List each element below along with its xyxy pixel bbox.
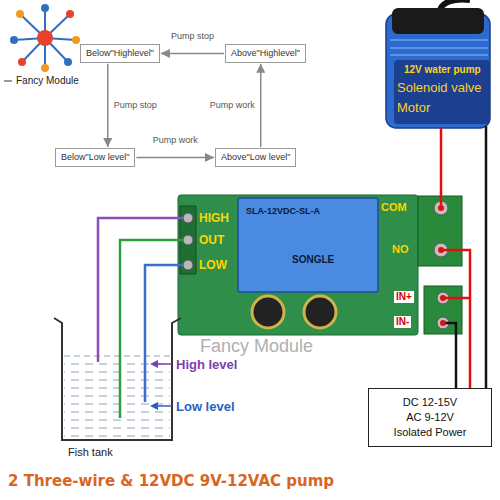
logo-icon [18, 58, 26, 66]
level-pointer [150, 402, 158, 410]
relay-board [183, 235, 193, 245]
relay-board [183, 213, 193, 223]
relay-model: SLA-12VDC-SL-A [246, 206, 320, 217]
node-text: Isolated Power [373, 425, 487, 440]
edge-label: Pump stop [113, 100, 158, 111]
level-pointer [150, 360, 172, 410]
power-wires [443, 297, 470, 300]
logo-icon [10, 36, 18, 44]
power-wires [440, 320, 446, 326]
state-box: Above"Low level" [215, 148, 296, 167]
flow-arrow [136, 157, 214, 159]
water-pump [390, 39, 488, 41]
node-text: Below"Highlevel" [86, 48, 154, 59]
power-box: DC 12-15VAC 9-12VIsolated Power [368, 388, 492, 447]
flow-arrow [260, 64, 262, 147]
logo-icon [4, 81, 12, 82]
brand-name: Fancy Module [16, 75, 79, 87]
sensor-wires [120, 240, 183, 418]
power-wires [443, 323, 456, 388]
relay-board [178, 195, 418, 335]
power-wires [438, 247, 444, 253]
fish-tank [54, 318, 181, 440]
logo-icon [4, 4, 80, 81]
level-name: High level [176, 357, 237, 373]
pin-name: OUT [199, 233, 224, 247]
sensor-wires [145, 265, 183, 402]
fish-tank [64, 358, 170, 438]
watermark: Fancy Module [200, 336, 313, 358]
node-text: DC 12-15V [373, 395, 487, 410]
fish-tank [64, 356, 170, 357]
relay-board [304, 296, 336, 328]
power-wires [438, 126, 486, 388]
node-text: AC 9-12V [373, 410, 487, 425]
terminal-name: IN+ [394, 291, 414, 303]
relay-board [183, 260, 193, 270]
power-wires [485, 126, 488, 388]
power-wires [440, 128, 443, 205]
water-pump [390, 54, 488, 56]
relay-board [252, 296, 284, 328]
power-wires [438, 205, 444, 211]
part-name: Solenoid valve [397, 80, 482, 96]
fish-tank [54, 318, 181, 440]
node-text: Above"Highlevel" [231, 48, 300, 59]
logo-icon [72, 36, 80, 44]
pin-name: HIGH [199, 211, 229, 225]
relay-brand: SONGLE [292, 254, 334, 266]
water-pump [390, 47, 488, 49]
logo-icon [66, 10, 74, 18]
relay-board [178, 195, 462, 335]
level-pointer [150, 360, 158, 368]
node-text: Below"Low level" [61, 152, 129, 163]
terminal-name: IN- [394, 316, 411, 328]
flow-arrow [161, 53, 224, 55]
level-name: Low level [176, 399, 235, 415]
logo-icon [64, 58, 72, 66]
state-box: Below"Highlevel" [80, 44, 160, 63]
tank-name: Fish tank [68, 446, 113, 459]
part-name: 12V water pump [404, 64, 481, 76]
terminal-name: COM [381, 201, 407, 214]
pin-name: LOW [199, 258, 227, 272]
relay-board [418, 196, 462, 266]
edge-label: Pump work [209, 100, 256, 111]
edge-label: Pump work [152, 135, 199, 146]
state-box: Above"Highlevel" [225, 44, 306, 63]
logo-icon [37, 30, 53, 46]
power-wires [441, 250, 470, 388]
level-pointer [156, 405, 172, 407]
water-pump [386, 0, 490, 128]
power-wires [440, 295, 446, 301]
water-pump [392, 8, 484, 34]
node-text: Above"Low level" [221, 152, 290, 163]
edge-label: Pump stop [170, 31, 215, 42]
logo-icon [16, 10, 24, 18]
relay-board [238, 198, 378, 292]
logo-icon [41, 64, 49, 72]
sensor-wires [98, 218, 183, 418]
water-pump [394, 60, 490, 124]
level-pointer [156, 363, 172, 365]
logo-icon [41, 4, 49, 12]
state-box: Below"Low level" [55, 148, 135, 167]
flow-arrow [107, 64, 109, 147]
terminal-name: NO [392, 243, 409, 256]
caption: 2 Three-wire & 12VDC 9V-12VAC pump [8, 472, 334, 490]
part-name: Motor [397, 100, 430, 116]
